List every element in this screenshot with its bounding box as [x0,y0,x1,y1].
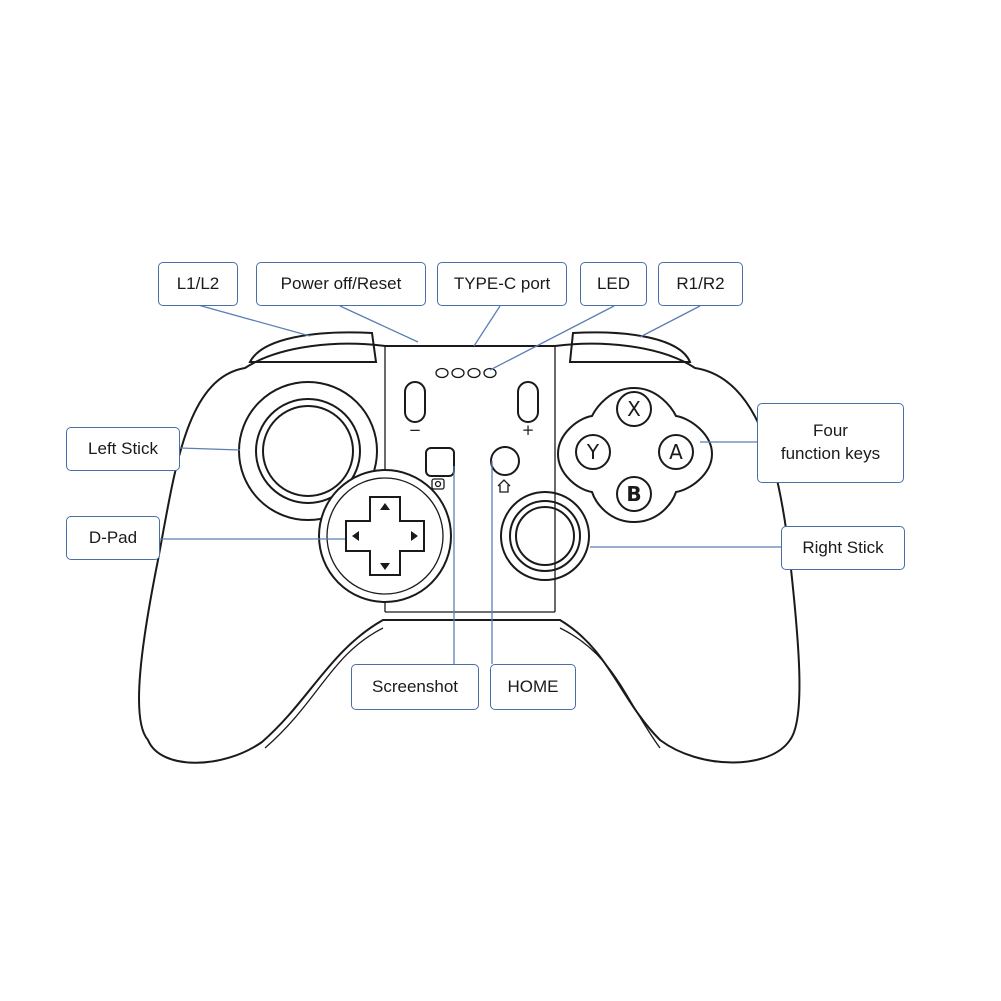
button-x [616,391,652,427]
label-left-stick: Left Stick [66,427,180,471]
button-y [575,434,611,470]
home-icon [497,479,511,493]
screenshot-button [425,447,455,477]
label-power-off-reset: Power off/Reset [256,262,426,306]
leader-lines [160,304,782,664]
button-a-letter: A [669,440,683,464]
label-four-function-keys-line1: Four [813,421,848,441]
button-a [658,434,694,470]
led-indicators [435,367,497,379]
button-x-letter: X [627,397,641,421]
l1-bumper [248,331,378,363]
dpad-down-arrow [380,563,390,570]
label-four-function-keys-line2: function keys [780,444,881,463]
label-screenshot: Screenshot [351,664,479,710]
label-four-function-keys: Four function keys [757,403,904,483]
label-right-stick: Right Stick [781,526,905,570]
minus-button [404,381,426,423]
label-led: LED [580,262,647,306]
controller-body-inner-edge [264,627,661,749]
left-stick [238,381,378,521]
button-b-letter: B [626,482,641,506]
plus-button [517,381,539,423]
dpad-up-arrow [380,503,390,510]
dpad [318,469,452,603]
minus-mark: − [409,421,422,439]
screenshot-icon [431,478,445,490]
button-y-letter: Y [586,440,600,464]
label-l1-l2: L1/L2 [158,262,238,306]
label-type-c-port: TYPE-C port [437,262,567,306]
dpad-left-arrow [352,531,359,541]
home-button [490,446,520,476]
label-dpad: D-Pad [66,516,160,560]
label-r1-r2: R1/R2 [658,262,743,306]
right-stick [500,491,590,581]
button-b [616,476,652,512]
dpad-right-arrow [411,531,418,541]
label-home: HOME [490,664,576,710]
face-buttons: X Y A B [556,386,714,524]
plus-mark: + [522,421,535,439]
